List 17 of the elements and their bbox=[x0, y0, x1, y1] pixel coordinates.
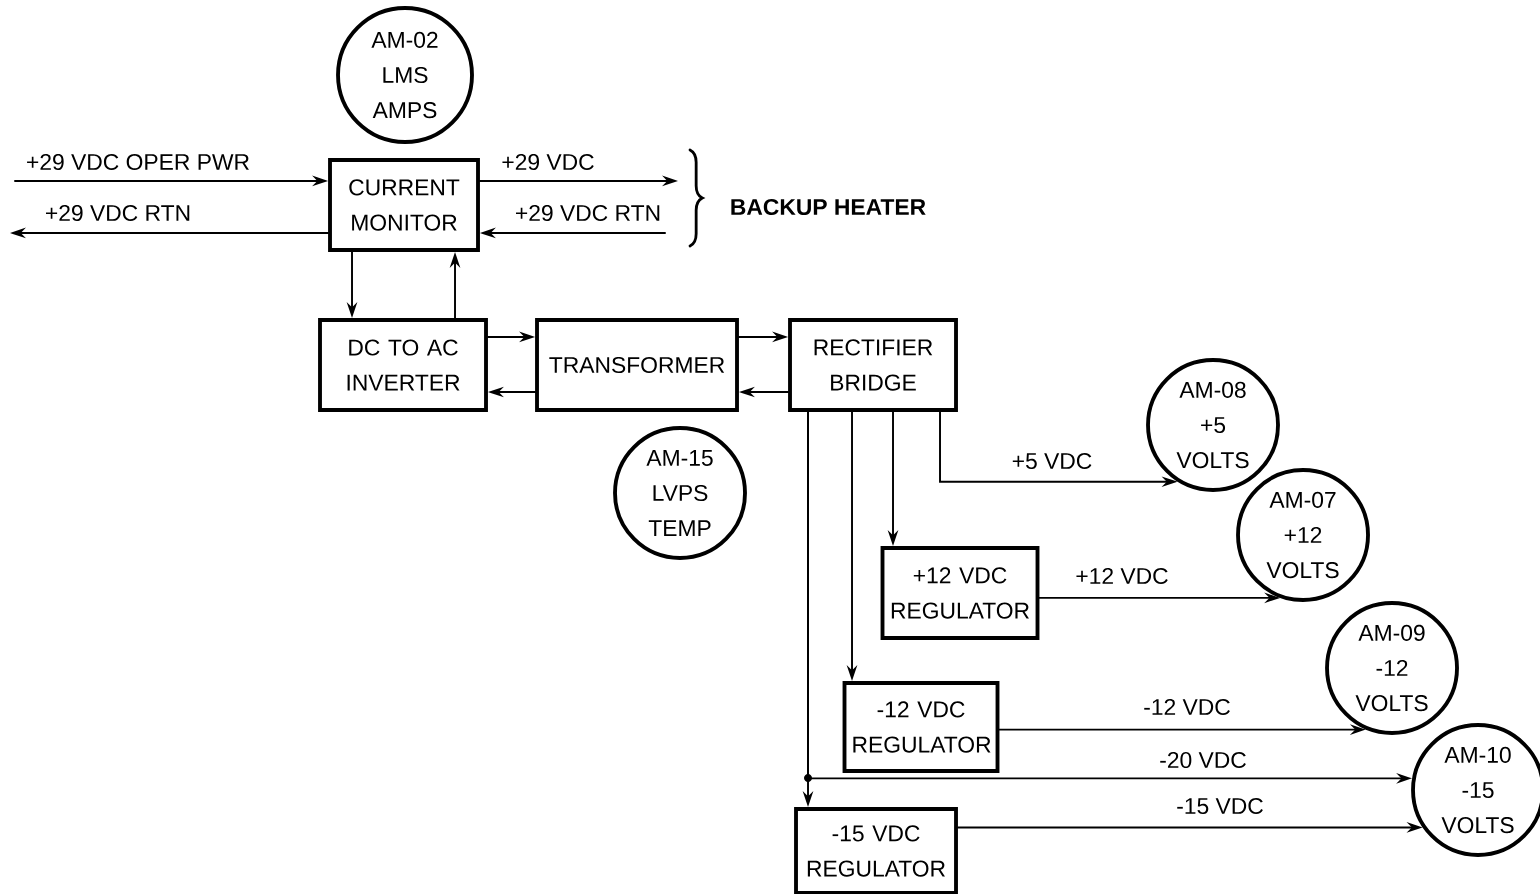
edge-label: +29 VDC RTN bbox=[513, 203, 663, 223]
edge-label: +12 VDC bbox=[1073, 566, 1171, 586]
edge-label: -20 VDC bbox=[1157, 750, 1249, 770]
edge-label: +29 VDC bbox=[499, 152, 597, 172]
process-box: TRANSFORMER bbox=[535, 318, 739, 412]
edge-label: +5 VDC bbox=[1009, 451, 1095, 471]
edge-label: -12 VDC bbox=[1141, 697, 1233, 717]
process-box: RECTIFIER BRIDGE bbox=[788, 318, 958, 412]
process-box: +12 VDC REGULATOR bbox=[880, 546, 1040, 640]
edge-label: -15 VDC bbox=[1174, 796, 1266, 816]
process-box: DC TO AC INVERTER bbox=[318, 318, 488, 412]
group-label: BACKUP HEATER bbox=[731, 198, 926, 216]
process-box: -15 VDC REGULATOR bbox=[794, 807, 958, 894]
edge-label: +29 VDC RTN bbox=[43, 203, 193, 223]
edge-label: +29 VDC OPER PWR bbox=[24, 152, 252, 172]
process-box: CURRENT MONITOR bbox=[328, 158, 480, 252]
process-box: -12 VDC REGULATOR bbox=[842, 681, 1000, 773]
